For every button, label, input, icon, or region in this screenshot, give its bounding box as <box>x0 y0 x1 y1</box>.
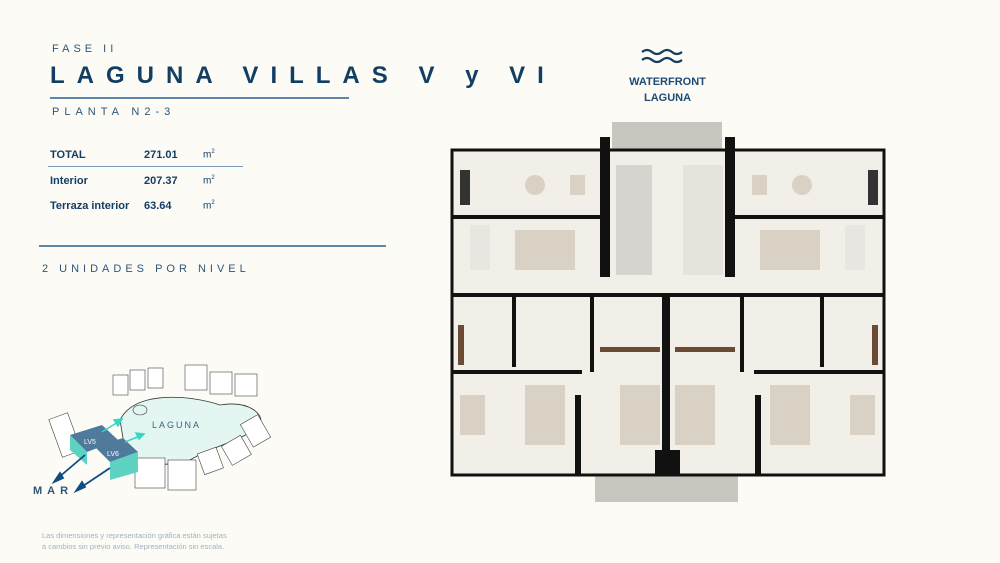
table-divider <box>48 166 243 167</box>
walls <box>452 137 885 475</box>
top-terrace <box>612 122 722 152</box>
disclaimer: Las dimensiones y representación gráfica… <box>42 531 227 551</box>
stair-core <box>616 165 652 275</box>
area-label: Interior <box>50 175 88 187</box>
buildings <box>48 364 272 491</box>
waves-icon <box>641 48 683 64</box>
wardrobes <box>458 325 878 365</box>
floor-plan <box>450 122 886 502</box>
area-unit: m2 <box>203 149 215 161</box>
area-value: 271.01 <box>144 149 178 161</box>
title-divider <box>50 97 349 99</box>
area-value: 207.37 <box>144 175 178 187</box>
area-value: 63.64 <box>144 200 172 212</box>
sea-label: MAR <box>33 485 74 497</box>
phase-label: FASE II <box>52 43 118 55</box>
plant-label: PLANTA N2-3 <box>52 106 176 118</box>
site-map: LV5 LV6 <box>48 364 272 494</box>
page-title: LAGUNA VILLAS V y VI <box>50 62 556 89</box>
lagoon-arrows <box>101 418 146 443</box>
area-label: Terraza interior <box>50 200 130 212</box>
furniture <box>460 170 878 445</box>
bottom-terrace <box>595 475 738 502</box>
lv-buildings <box>70 425 138 480</box>
sea-arrows <box>51 454 111 494</box>
island-shape <box>132 404 148 416</box>
area-label: TOTAL <box>50 149 86 161</box>
building-label-lv6: LV6 <box>107 451 119 458</box>
section-divider <box>39 245 386 247</box>
area-unit: m2 <box>203 175 215 187</box>
lagoon-label: LAGUNA <box>152 420 202 430</box>
building-label-lv5: LV5 <box>84 439 96 446</box>
area-unit: m2 <box>203 200 215 212</box>
orientation-label: WATERFRONT LAGUNA <box>629 76 706 104</box>
units-per-level: 2 UNIDADES POR NIVEL <box>42 263 250 275</box>
elevator-core <box>683 165 723 275</box>
